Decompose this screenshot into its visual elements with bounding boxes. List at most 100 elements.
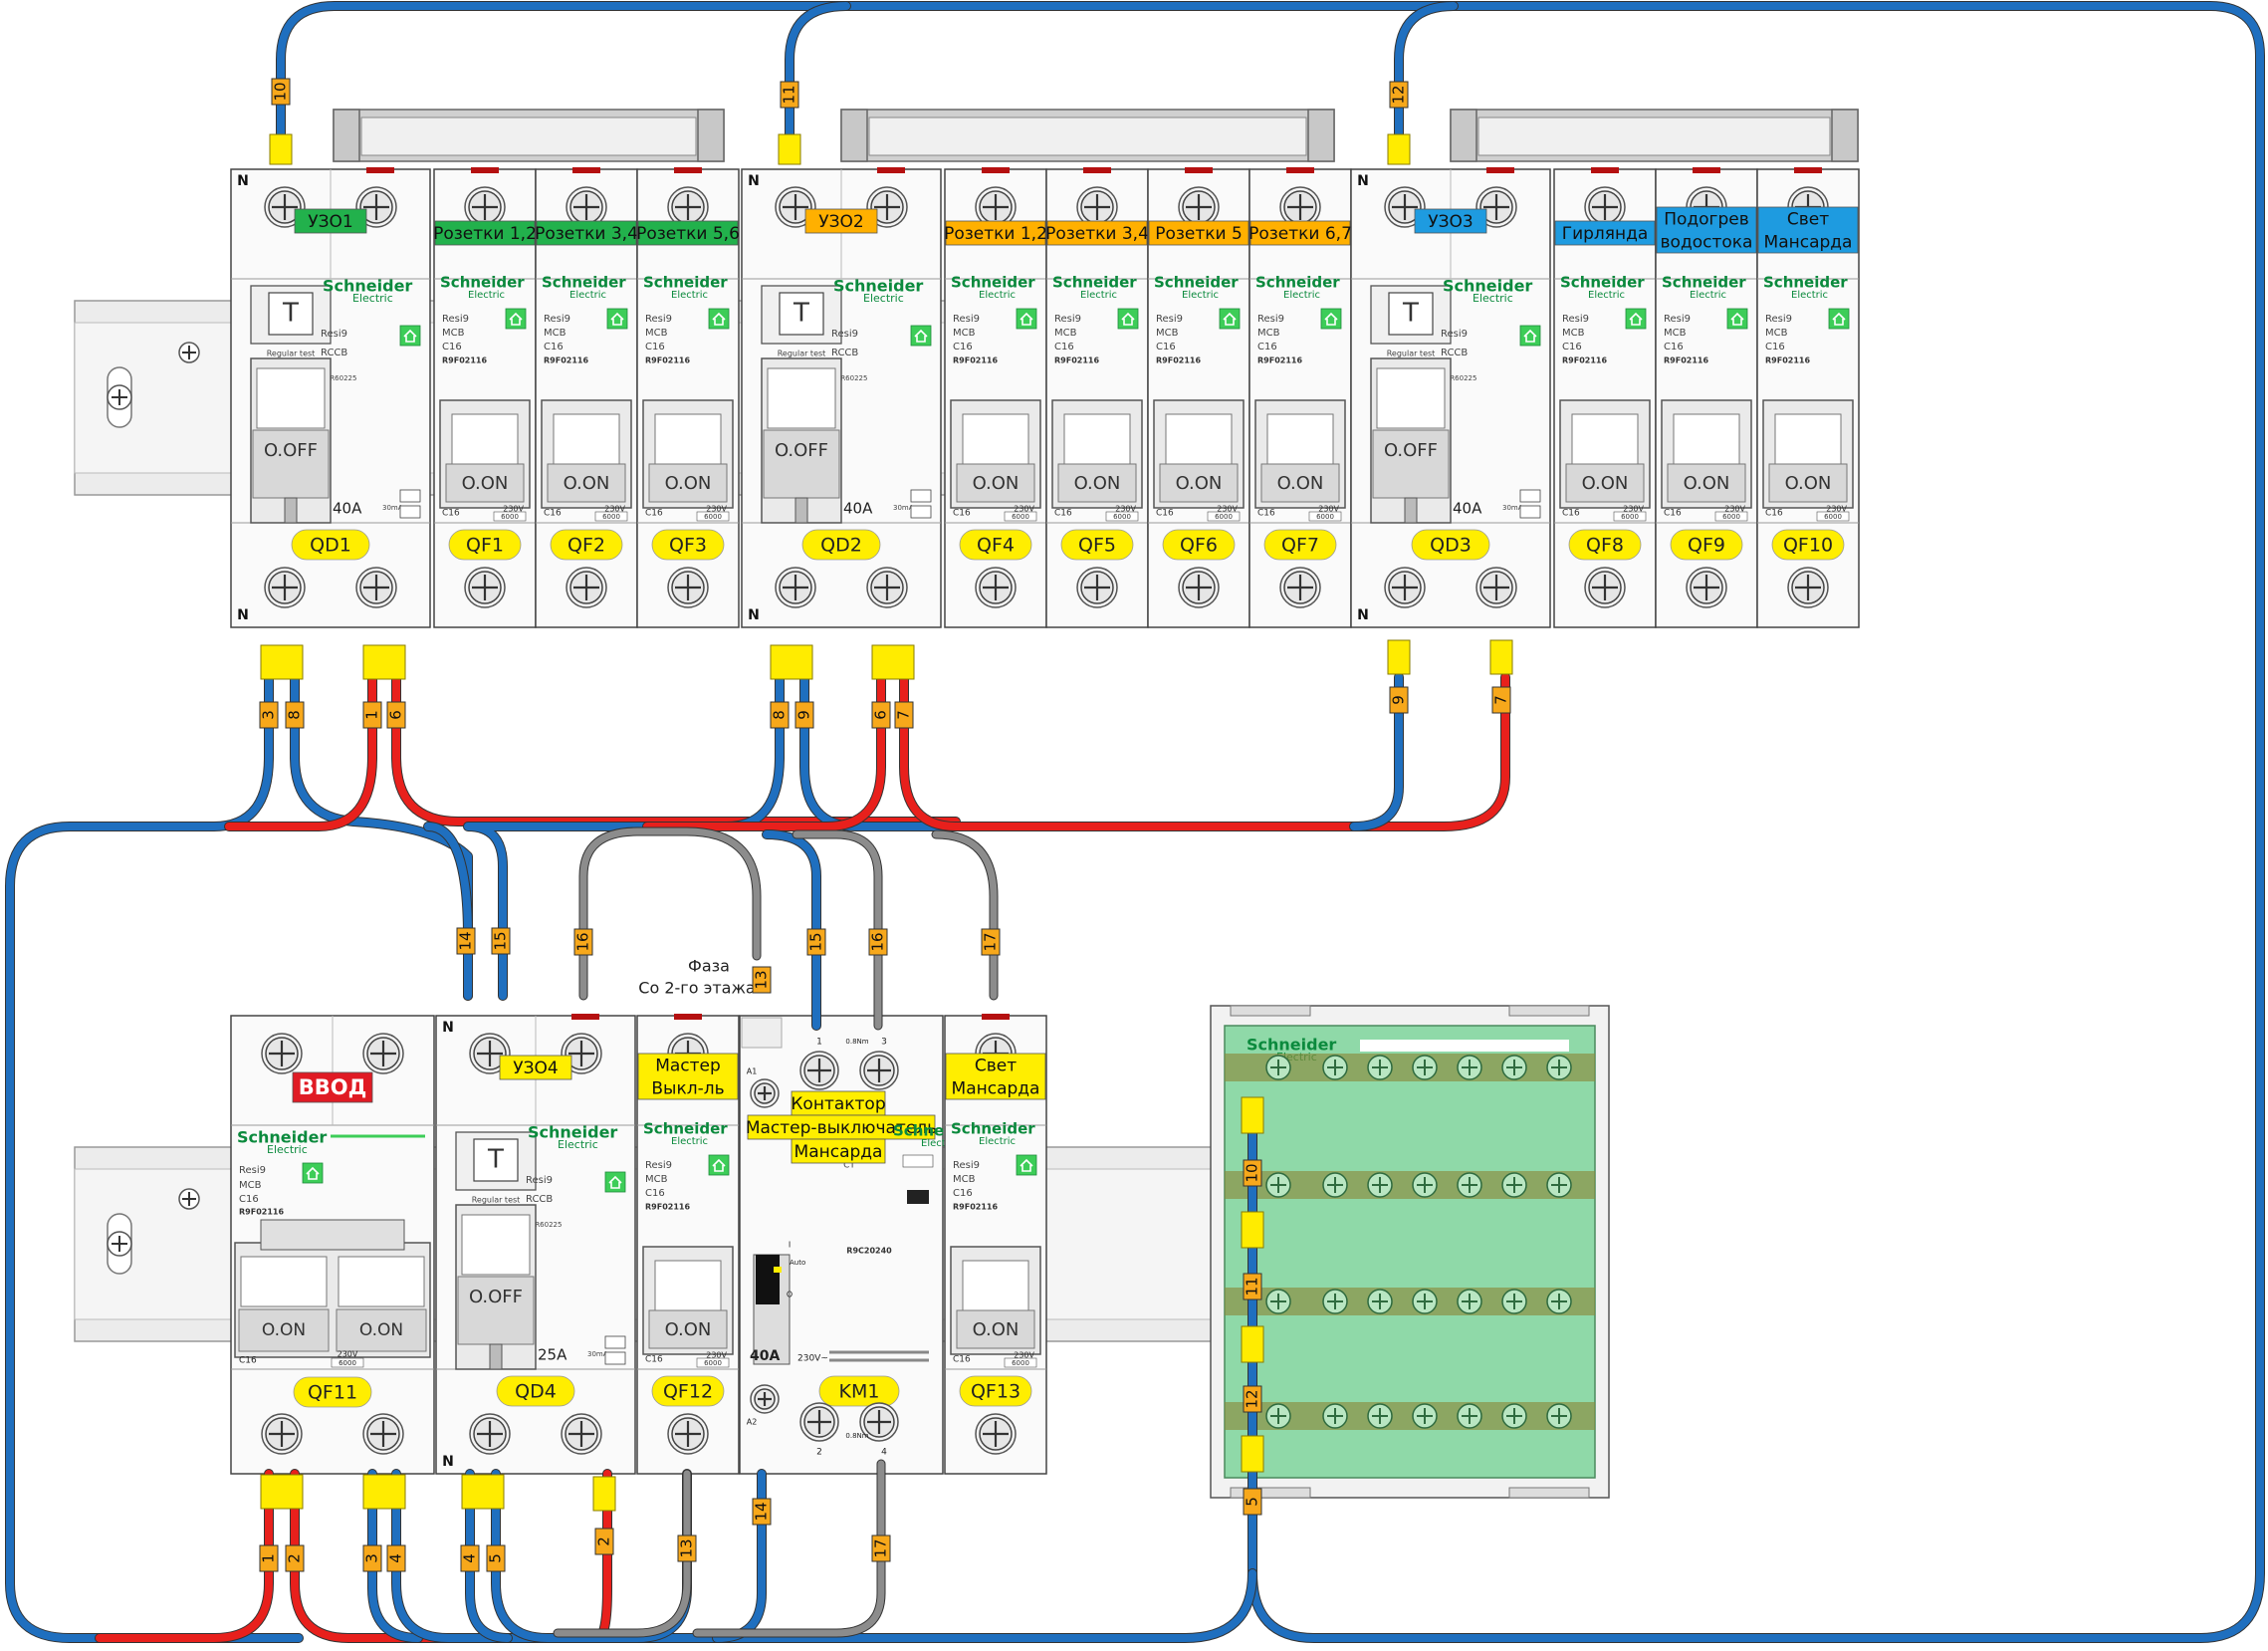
contactor-corner — [741, 1017, 783, 1049]
mcb-ka: 6000 — [1215, 513, 1233, 521]
wire — [932, 830, 998, 1000]
mcb-series: Resi9 — [1664, 314, 1691, 325]
busbar-comb — [333, 109, 725, 162]
wire-tag-bg — [871, 701, 891, 729]
device-id-text: QF5 — [1078, 535, 1116, 557]
wire-ferrule — [461, 1474, 505, 1510]
wire-tag-bg — [1243, 1488, 1262, 1516]
mcb-part: R9F02116 — [1054, 356, 1099, 365]
home-icon-bg — [708, 308, 730, 330]
neutral-mark: N — [748, 607, 760, 623]
wire-number-tag: 1 — [362, 701, 382, 729]
rccb-sensitivity: 30mA — [382, 504, 403, 512]
wire-outline — [692, 1459, 886, 1638]
home-icon-bg — [1625, 308, 1647, 330]
mcb-module: SchneiderElectricResi9MCBC16R9F02116O.ON… — [1045, 167, 1149, 628]
mcb-rating: C16 — [1054, 342, 1074, 353]
wire-tag-text: 1 — [260, 1553, 278, 1563]
rccb-sensitivity: 30mA — [1502, 504, 1523, 512]
comb-end — [840, 109, 868, 162]
mcb-module: SchneiderElectricResi9MCBC16R9F02116O.ON… — [636, 167, 740, 628]
wire — [96, 1470, 273, 1642]
mcb-rating: C16 — [953, 342, 973, 353]
device-id-bg — [1263, 529, 1337, 561]
screw-terminal-icon — [261, 1033, 303, 1074]
screw-terminal-icon — [464, 567, 506, 608]
screw-terminal-icon — [859, 1402, 899, 1442]
device-label-text: ВВОД — [299, 1075, 367, 1099]
mcb-lever — [1571, 413, 1639, 465]
device-id-badge: QF7 — [1263, 529, 1337, 561]
home-icon-shape — [403, 329, 417, 343]
wire-ferrule — [1489, 639, 1513, 675]
mcb-lever — [654, 413, 722, 465]
mcb-lever-base — [956, 1309, 1035, 1349]
screw-terminal-icon — [1178, 567, 1220, 608]
mcb-top-contact — [1591, 167, 1619, 173]
rccb-top-contact — [571, 1014, 599, 1020]
home-icon-bg — [708, 1154, 730, 1176]
device-id-bg — [1771, 529, 1845, 561]
wire-tag-text: 14 — [457, 931, 475, 950]
brand-sub: Electric — [1588, 290, 1625, 301]
tb-clip — [1230, 1487, 1311, 1499]
mcb-top-contact — [1185, 167, 1213, 173]
home-icon-bg — [1320, 308, 1342, 330]
rccb-symbol — [399, 489, 421, 503]
mcb-top-contact — [1794, 167, 1822, 173]
rccb-sensitivity: 30mA — [587, 1350, 608, 1358]
home-icon-bg — [1016, 1154, 1037, 1176]
screw-terminal-icon — [750, 1078, 780, 1108]
wire — [786, 2, 850, 153]
device-label: ВВОД — [292, 1071, 373, 1103]
mcb-ka: 6000 — [1012, 1359, 1029, 1367]
device-id-badge: QF3 — [651, 529, 725, 561]
screw-terminal-icon — [1279, 567, 1321, 608]
device-label-bg — [292, 1071, 373, 1103]
home-icon — [1828, 308, 1850, 330]
mcb-lever — [553, 413, 620, 465]
mcb-module: SchneiderElectricResi9MCBC16R9F02116O.ON… — [1553, 167, 1657, 628]
mcb-rating-small: C16 — [1664, 509, 1682, 519]
comb-body — [360, 117, 697, 156]
wire — [424, 823, 472, 1000]
busbar-comb — [840, 109, 1335, 162]
screw-terminal-icon — [799, 1051, 839, 1090]
mcb-series: Resi9 — [544, 314, 570, 325]
wire-number-tag: 13 — [677, 1534, 697, 1562]
wire-tag-text: 2 — [595, 1536, 613, 1546]
mcb-module: SchneiderElectricResi9MCBC16R9F02116O.ON… — [1248, 167, 1352, 628]
mcb-top-contact — [471, 167, 499, 173]
mcb-type: MCB — [953, 328, 976, 339]
device-label-text: Мансарда — [794, 1142, 883, 1162]
wire-tag-text: 12 — [1244, 1389, 1261, 1408]
wire-number-tag: 15 — [491, 927, 511, 955]
home-icon-bg — [1519, 325, 1541, 347]
wire-number-tag: 7 — [1491, 686, 1511, 714]
wire-number-tag: 3 — [362, 1544, 382, 1572]
wire — [1350, 673, 1403, 830]
brand-sub: Electric — [1473, 292, 1513, 305]
wire-tag-text: 16 — [574, 932, 592, 951]
device-id-text: QF2 — [567, 535, 605, 557]
screw-terminal-icon — [667, 1413, 709, 1455]
wire — [392, 673, 960, 826]
brand-sub: Electric — [863, 292, 904, 305]
wire-number-tag: 17 — [981, 928, 1001, 956]
rccb-symbol — [399, 505, 421, 519]
wire-tag-text: 4 — [461, 1553, 479, 1563]
wire — [225, 673, 376, 830]
device-id-text: QD4 — [515, 1381, 557, 1403]
rccb-test-label: Regular test — [1387, 350, 1436, 358]
wire-tag-text: 11 — [1244, 1277, 1261, 1296]
wire-tag-bg — [752, 966, 772, 994]
device-id-text: QD2 — [820, 535, 862, 557]
rccb-test-label: Regular test — [778, 350, 826, 358]
